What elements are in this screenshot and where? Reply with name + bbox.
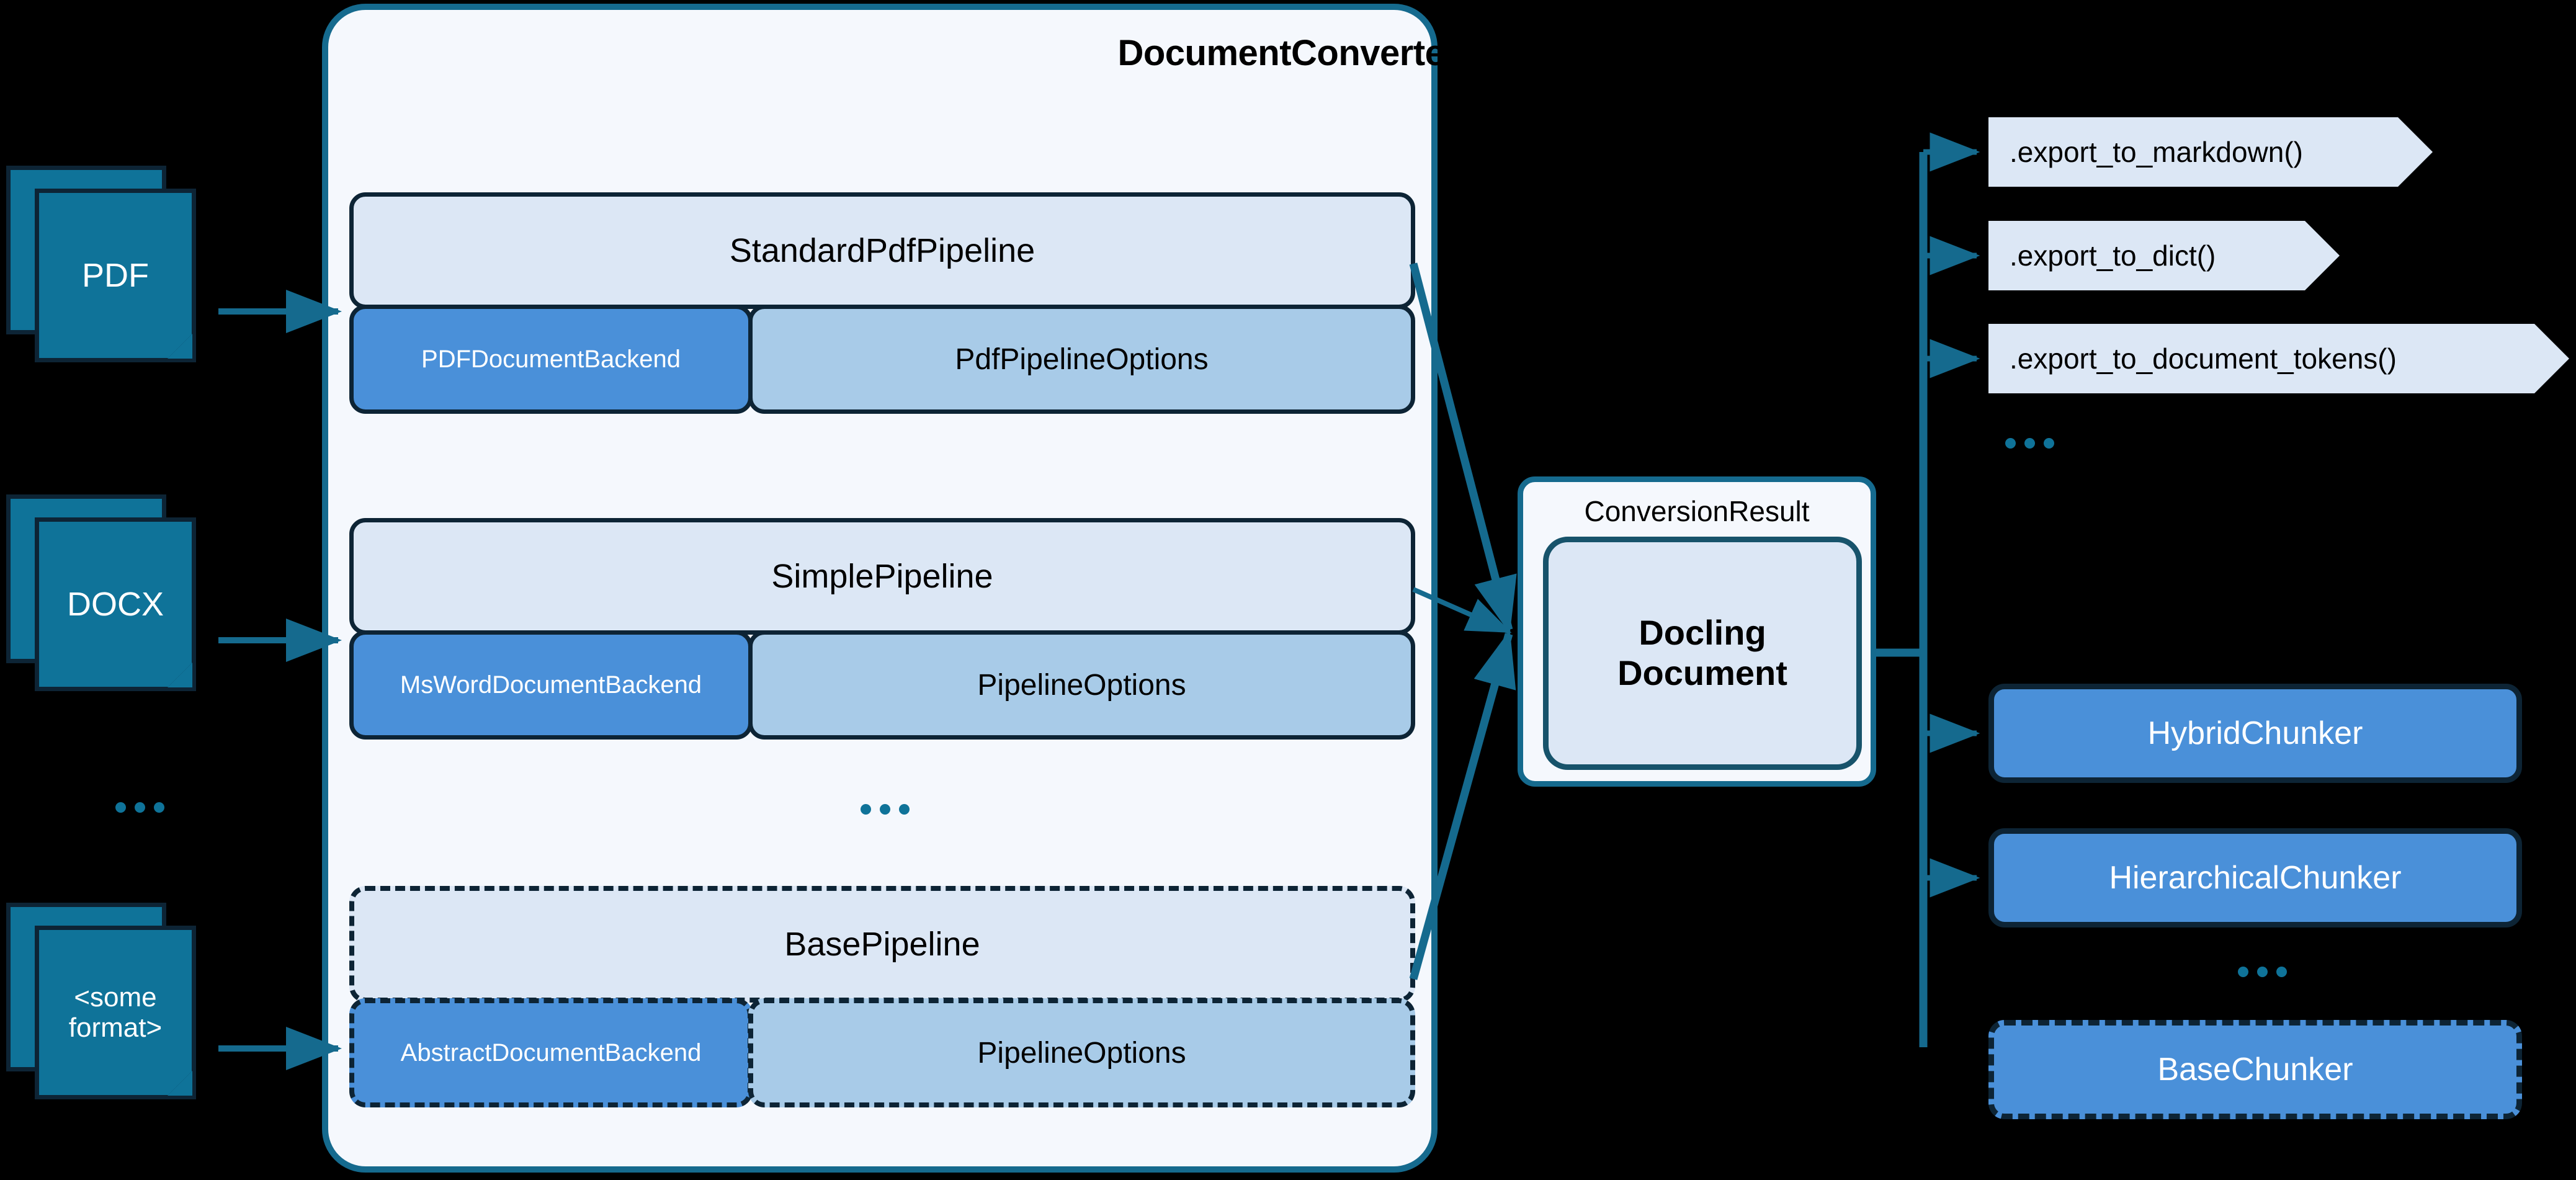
pipeline-backend[interactable]: AbstractDocumentBackend — [349, 998, 753, 1107]
chunker-label: HierarchicalChunker — [2109, 860, 2402, 896]
pipeline-name: SimplePipeline — [349, 518, 1415, 635]
pipeline-name: StandardPdfPipeline — [349, 192, 1415, 309]
export-markdown-chevron[interactable]: .export_to_markdown() — [1988, 117, 2433, 187]
export-label: .export_to_dict() — [2010, 239, 2216, 272]
ellipsis-dot — [2044, 438, 2054, 449]
pipeline-backend[interactable]: PDFDocumentBackend — [349, 305, 753, 414]
pipelines-ellipsis — [861, 804, 910, 815]
source-doc-other-format[interactable]: <some format> — [6, 903, 223, 1101]
chunker-hybrid[interactable]: HybridChunker — [1988, 684, 2522, 783]
ellipsis-dot — [2024, 438, 2035, 449]
source-doc-label-line1: <some — [74, 981, 157, 1012]
source-doc-docx[interactable]: DOCX — [6, 494, 223, 693]
docling-document-box[interactable]: Docling Document — [1543, 537, 1862, 770]
chunkers-ellipsis — [2238, 967, 2287, 977]
export-dict-chevron[interactable]: .export_to_dict() — [1988, 221, 2340, 290]
pipeline-components-row: MsWordDocumentBackend PipelineOptions — [349, 630, 1415, 740]
conversion-result-box: ConversionResult Docling Document — [1518, 476, 1876, 787]
pipeline-options[interactable]: PipelineOptions — [748, 630, 1415, 740]
pipeline-components-row: AbstractDocumentBackend PipelineOptions — [349, 998, 1415, 1107]
export-label: .export_to_document_tokens() — [2010, 342, 2397, 375]
conversion-result-label: ConversionResult — [1584, 495, 1810, 527]
pipeline-standard-pdf[interactable]: StandardPdfPipeline PDFDocumentBackend P… — [349, 192, 1415, 414]
ellipsis-dot — [115, 802, 126, 813]
pipeline-name: BasePipeline — [349, 886, 1415, 1003]
source-doc-label: DOCX — [66, 585, 164, 623]
doc-fold-inner — [168, 334, 192, 359]
chunker-label: HybridChunker — [2147, 715, 2363, 751]
ellipsis-dot — [899, 804, 910, 815]
source-doc-pdf[interactable]: PDF — [6, 166, 223, 364]
ellipsis-dot — [154, 802, 164, 813]
pipeline-backend[interactable]: MsWordDocumentBackend — [349, 630, 753, 740]
source-doc-label-line2: format> — [68, 1012, 163, 1043]
ellipsis-dot — [2257, 967, 2268, 977]
pipeline-base[interactable]: BasePipeline AbstractDocumentBackend Pip… — [349, 886, 1415, 1107]
chunker-base[interactable]: BaseChunker — [1988, 1020, 2522, 1119]
exports-ellipsis — [2005, 438, 2054, 449]
ellipsis-dot — [880, 804, 890, 815]
ellipsis-dot — [2005, 438, 2016, 449]
docling-document-line1: Docling — [1639, 613, 1766, 653]
ellipsis-dot — [135, 802, 145, 813]
page-title: DocumentConverter — [1117, 33, 1459, 73]
ellipsis-dot — [2238, 967, 2248, 977]
chunker-label: BaseChunker — [2157, 1052, 2353, 1088]
pipeline-options[interactable]: PdfPipelineOptions — [748, 305, 1415, 414]
pipeline-components-row: PDFDocumentBackend PdfPipelineOptions — [349, 305, 1415, 414]
ellipsis-dot — [2276, 967, 2287, 977]
export-label: .export_to_markdown() — [2010, 136, 2303, 168]
sources-ellipsis — [115, 802, 164, 813]
pipeline-simple[interactable]: SimplePipeline MsWordDocumentBackend Pip… — [349, 518, 1415, 740]
ellipsis-dot — [861, 804, 871, 815]
source-doc-label: PDF — [82, 256, 149, 294]
doc-fold-inner — [168, 663, 192, 687]
chunker-hierarchical[interactable]: HierarchicalChunker — [1988, 828, 2522, 927]
pipeline-options[interactable]: PipelineOptions — [748, 998, 1415, 1107]
docling-document-line2: Document — [1617, 653, 1787, 692]
doc-fold-inner — [168, 1071, 192, 1096]
export-document-tokens-chevron[interactable]: .export_to_document_tokens() — [1988, 324, 2569, 393]
